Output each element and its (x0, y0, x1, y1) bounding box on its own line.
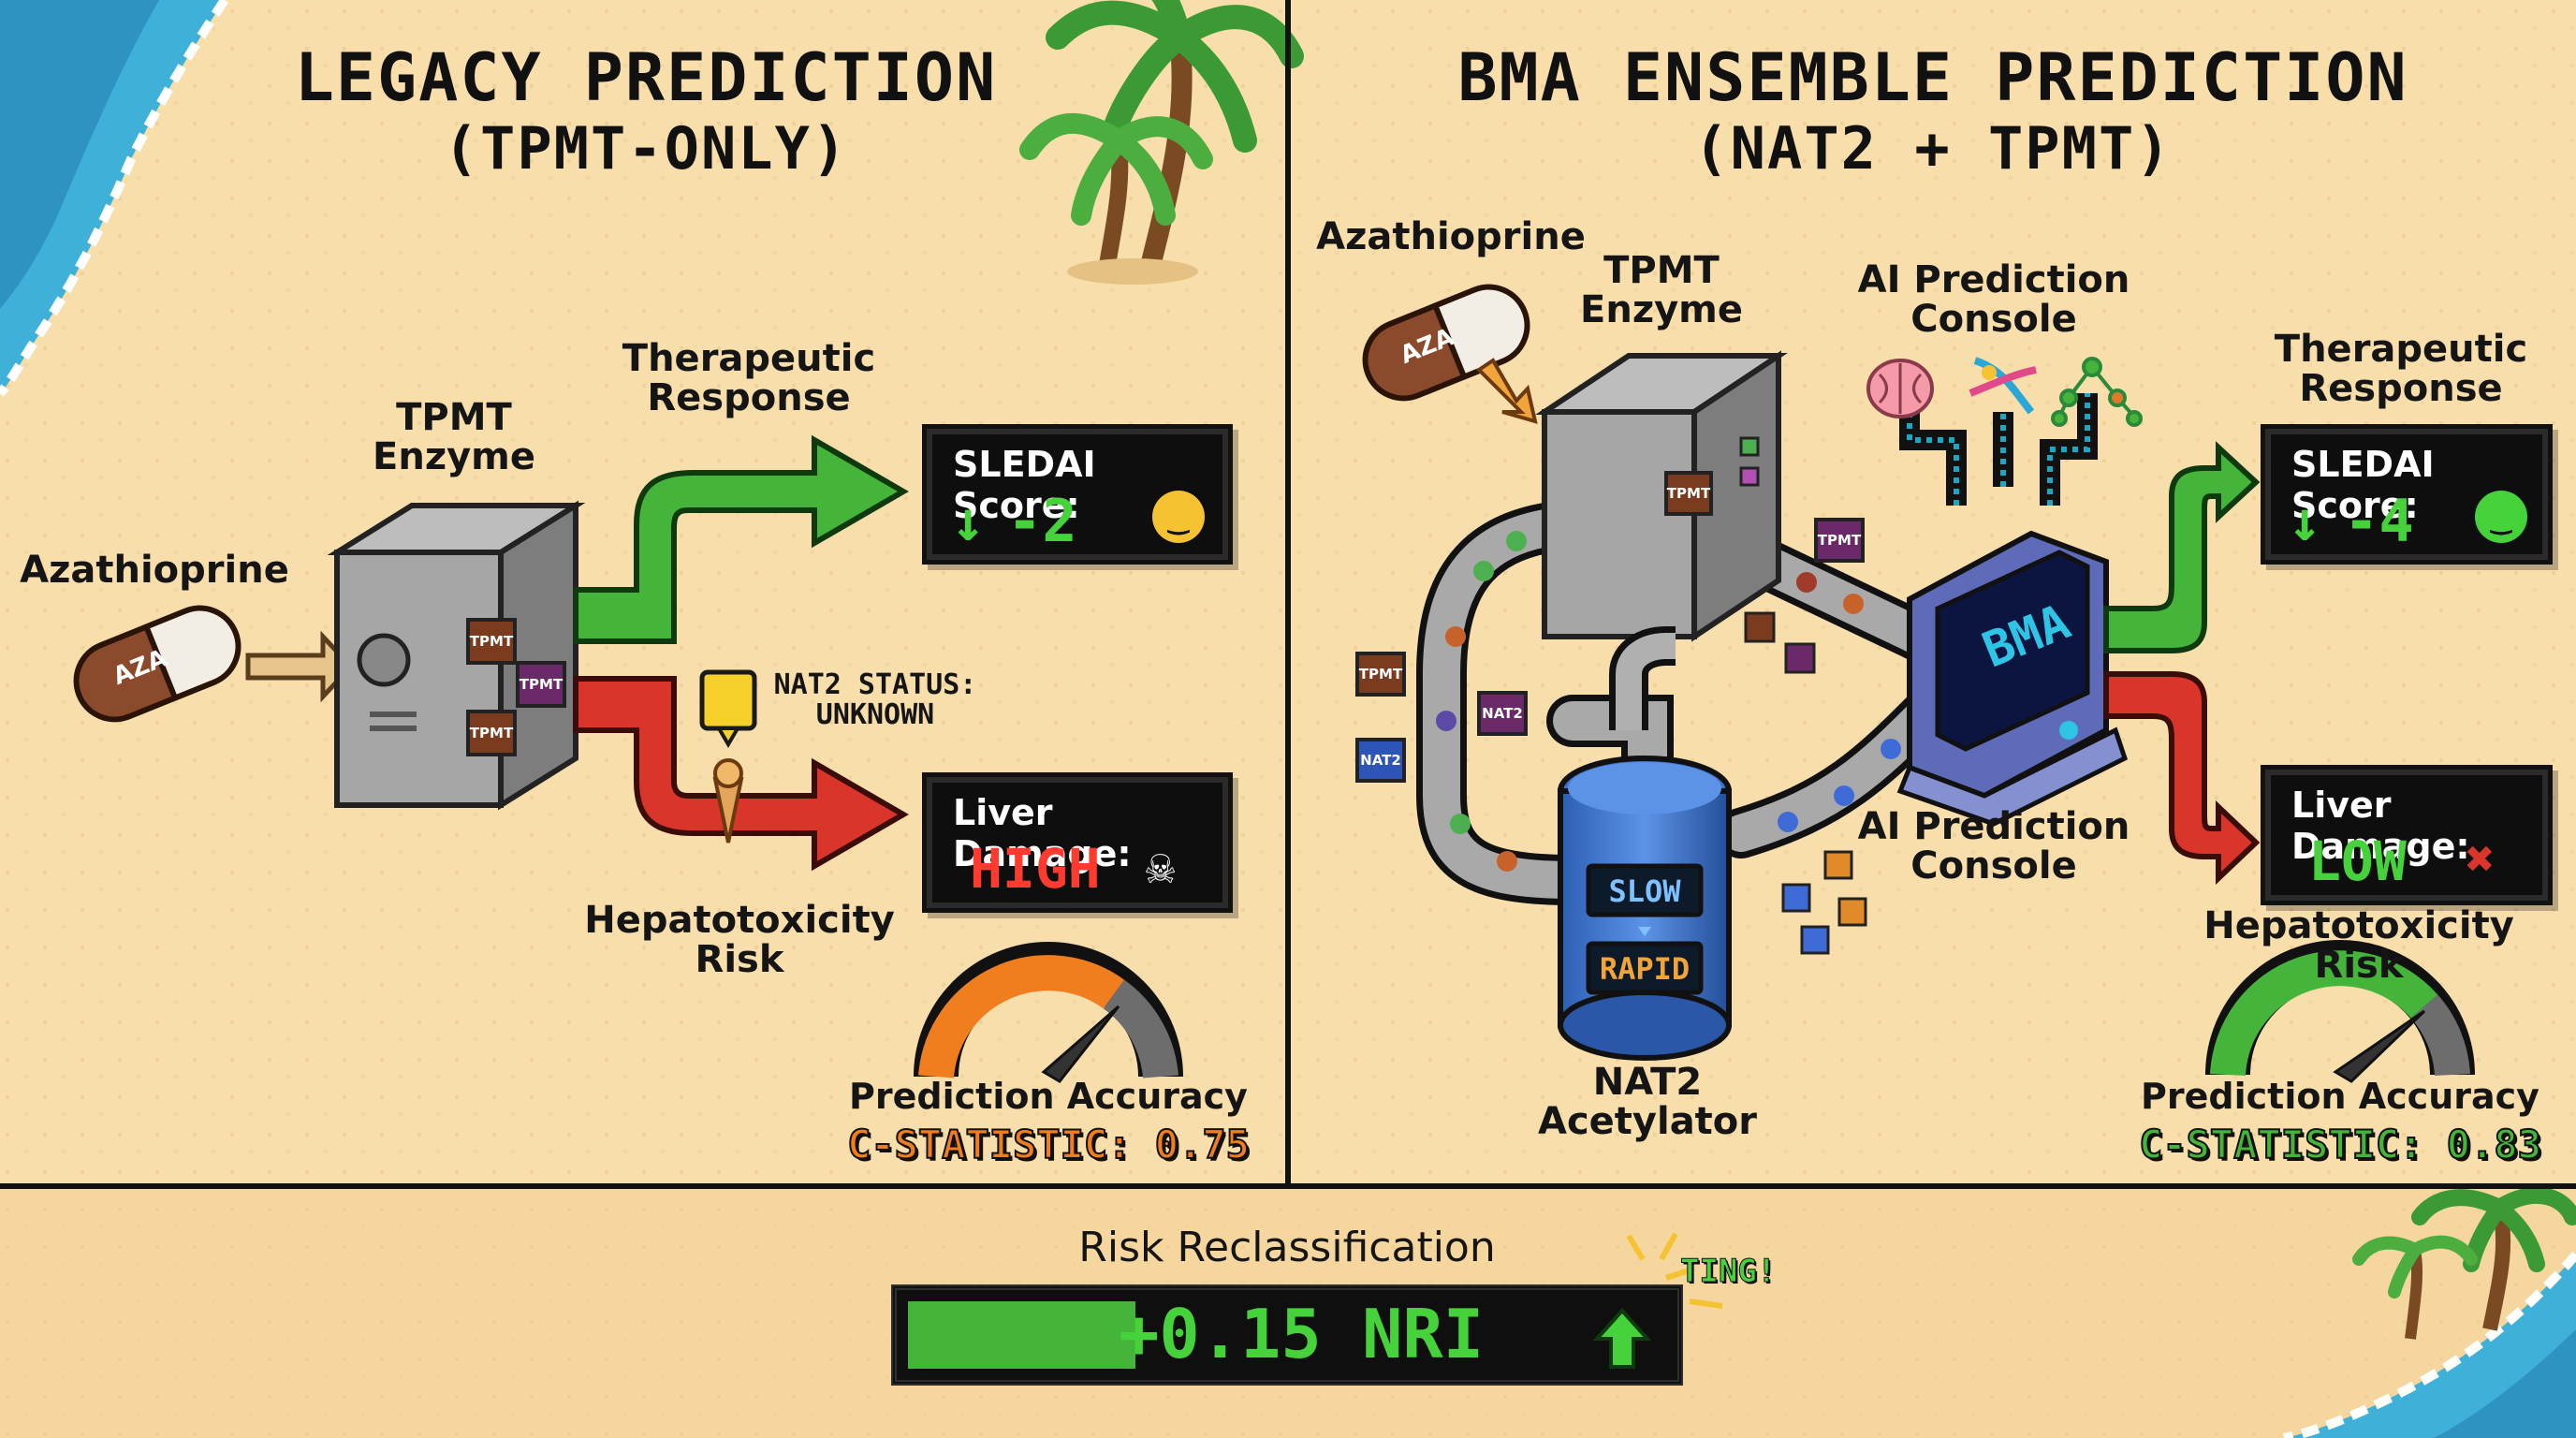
ting-label: TING! (1679, 1253, 1777, 1291)
accuracy-label-right: Prediction Accuracy (2141, 1076, 2539, 1117)
tpmt-chip: TPMT (1666, 485, 1711, 502)
dna-icon (1969, 357, 2037, 415)
sledai-score-panel-right: SLEDAI Score: ↓ -4 ‿ (2265, 429, 2548, 560)
crossed-skull-icon: ✖ (2466, 831, 2496, 888)
sledai-value: -2 (1007, 487, 1077, 555)
sledai-title-right: SLEDAI Score: (2291, 444, 2435, 526)
console-label-top: AI Prediction Console (1857, 258, 2130, 341)
arrow-up-icon (2103, 441, 2261, 653)
data-blocks (1781, 850, 1867, 955)
nri-fill (908, 1301, 1135, 1369)
liver-value: HIGH (970, 837, 1101, 901)
accuracy-label: Prediction Accuracy (849, 1076, 1248, 1117)
sledai-value-right: -4 (2344, 487, 2414, 555)
smiley-icon: ‿ (1152, 491, 1205, 543)
nat2-chip: NAT2 (1360, 752, 1401, 769)
liver-title-right: Liver Damage: (2291, 785, 2470, 867)
gauge-icon (2205, 940, 2475, 1083)
nat2-chip: NAT2 (1482, 705, 1523, 722)
server-icon (1535, 350, 1788, 642)
therapeutic-label-right: Therapeutic Response (2274, 328, 2528, 410)
c-statistic-left: C-STATISTIC: 0.75 (846, 1121, 1251, 1168)
nat2-status-line1: NAT2 STATUS: (773, 668, 977, 701)
tank-icon (1558, 626, 1732, 1061)
palm-tree-icon (1019, 0, 1304, 285)
right-panel-title: BMA ENSEMBLE PREDICTION (1457, 39, 2408, 116)
reclassification-label: Risk Reclassification (1078, 1224, 1496, 1271)
left-panel-subtitle: (TPMT-ONLY) (443, 114, 849, 183)
liver-damage-panel: Liver Damage: HIGH ☠ (927, 777, 1228, 908)
arrow-down-icon: ↓ (951, 489, 986, 554)
sparkle-icon (1626, 1232, 1723, 1309)
ocean-top-left (0, 0, 229, 397)
drug-label: Azathioprine (20, 549, 289, 592)
smiley-icon: ‿ (2475, 491, 2527, 543)
pill-icon (73, 605, 242, 723)
tpmt-chip: TPMT (519, 676, 564, 693)
tpmt-chip: TPMT (469, 725, 514, 741)
arrow-down-icon (2103, 671, 2261, 885)
server-icon (327, 500, 586, 811)
arrow-down-icon: ↓ (2288, 489, 2322, 554)
arrow-up-icon (1592, 1308, 1652, 1369)
ocean-bottom-right (2283, 1251, 2576, 1438)
enzyme-label-right: TPMT Enzyme (1580, 249, 1743, 331)
brain-icon (1866, 359, 1934, 418)
sledai-score-panel: SLEDAI Score: ↓ -2 ‿ (927, 429, 1228, 560)
nri-value: +0.15 NRI (1119, 1295, 1485, 1373)
tpmt-chip: TPMT (469, 633, 514, 650)
hepatotoxicity-label-right: Hepatotoxicity Risk (2203, 904, 2514, 987)
arrow-down-icon (573, 676, 909, 872)
skull-icon: ☠ (1146, 839, 1176, 895)
liver-damage-panel-right: Liver Damage: LOW ✖ (2265, 770, 2548, 901)
sledai-title: SLEDAI Score: (953, 444, 1096, 526)
therapeutic-label: Therapeutic Response (622, 337, 876, 419)
pill-icon (1362, 284, 1530, 402)
arrow-up-icon (573, 434, 909, 644)
liver-value-right: LOW (2308, 829, 2407, 893)
tpmt-chip-floating (1814, 518, 1865, 563)
c-statistic-right: C-STATISTIC: 0.83 (2138, 1121, 2542, 1168)
tank-rapid-label: RAPID (1599, 951, 1690, 987)
console-label-bottom: AI Prediction Console (1857, 805, 2130, 888)
drug-label-right: Azathioprine (1316, 215, 1586, 258)
tpmt-chip: TPMT (1358, 666, 1403, 682)
input-arrow-icon (1475, 358, 1538, 424)
right-panel-subtitle: (NAT2 + TPMT) (1693, 114, 2173, 183)
network-icon (2051, 357, 2143, 427)
hepatotoxicity-label: Hepatotoxicity Risk (584, 899, 895, 981)
nri-bar (891, 1284, 1683, 1386)
tank-slow-label: SLOW (1608, 873, 1681, 909)
left-panel-title: LEGACY PREDICTION (294, 39, 998, 116)
enzyme-label: TPMT Enzyme (373, 396, 535, 478)
liver-title: Liver Damage: (953, 792, 1132, 874)
gauge-icon (914, 942, 1183, 1083)
question-icon (699, 669, 757, 844)
tpmt-chip: TPMT (1817, 532, 1862, 549)
palm-tree-icon (2352, 1186, 2576, 1340)
nat2-status-line2: UNKNOWN (815, 698, 935, 731)
acetylator-label: NAT2 Acetylator (1537, 1061, 1758, 1143)
